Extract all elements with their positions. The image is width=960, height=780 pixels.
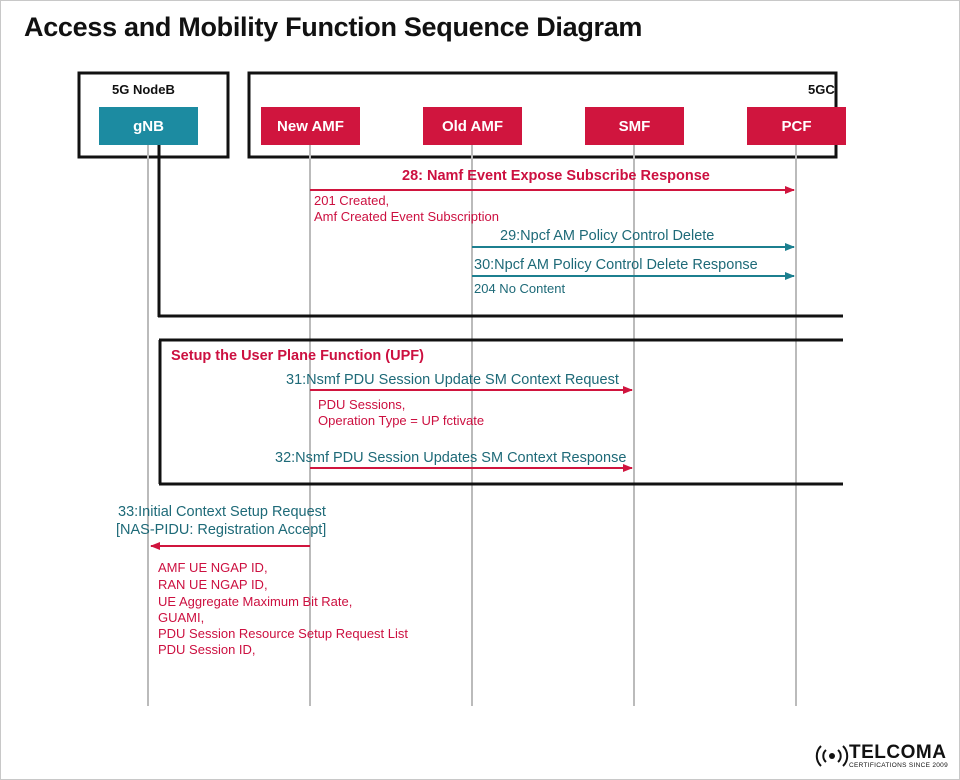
message-note-m31-line1: PDU Sessions,	[318, 397, 406, 412]
message-note-m33-line4: GUAMI,	[158, 610, 205, 625]
page-title: Access and Mobility Function Sequence Di…	[24, 12, 643, 42]
logo-subtitle: CERTIFICATIONS SINCE 2009	[848, 761, 948, 769]
system-label-ran: 5G NodeB	[112, 82, 175, 97]
message-note-m30: 204 No Content	[474, 281, 566, 296]
message-label-m31: 31:Nsmf PDU Session Update SM Context Re…	[286, 372, 619, 388]
message-note-m33-line5: PDU Session Resource Setup Request List	[158, 626, 409, 641]
entity-new-amf: New AMF	[261, 107, 360, 145]
message-note-m33-line2: RAN UE NGAP ID,	[158, 577, 268, 592]
message-label-m33: 33:Initial Context Setup Request	[118, 504, 326, 520]
system-label-core: 5GC	[808, 82, 835, 97]
message-label-m29: 29:Npcf AM Policy Control Delete	[500, 228, 715, 244]
message-note-m28-line2: Amf Created Event Subscription	[314, 209, 499, 224]
message-note-m33-line1: AMF UE NGAP ID,	[158, 560, 268, 575]
entity-old-amf: Old AMF	[423, 107, 522, 145]
message-label-m32: 32:Nsmf PDU Session Updates SM Context R…	[275, 450, 627, 466]
message-note-m33-line6: PDU Session ID,	[158, 642, 256, 657]
message-label-m33-line2: [NAS-PIDU: Registration Accept]	[116, 522, 327, 538]
ran-system-box	[77, 71, 230, 159]
message-note-m28-line1: 201 Created,	[314, 193, 390, 208]
signal-waves-icon	[815, 745, 849, 767]
entity-pcf: PCF	[747, 107, 846, 145]
entity-smf: SMF	[585, 107, 684, 145]
entity-gnb: gNB	[99, 107, 198, 145]
logo-name: TELCOMA	[848, 741, 947, 763]
message-label-m28: 28: Namf Event Expose Subscribe Response	[402, 168, 710, 184]
message-note-m31-line2: Operation Type = UP fctivate	[318, 413, 485, 428]
telcoma-logo: TELCOMA CERTIFICATIONS SINCE 2009	[815, 742, 948, 770]
group-title-upf: Setup the User Plane Function (UPF)	[171, 348, 424, 364]
message-note-m33-line3: UE Aggregate Maximum Bit Rate,	[158, 594, 353, 609]
message-label-m30: 30:Npcf AM Policy Control Delete Respons…	[474, 257, 758, 273]
